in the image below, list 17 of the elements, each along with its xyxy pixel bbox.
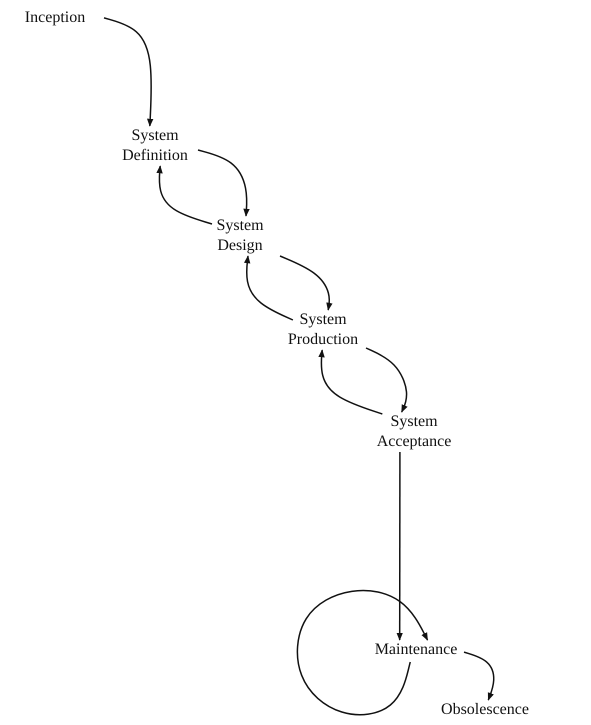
arrow <box>318 349 383 415</box>
arrow <box>296 590 428 716</box>
arrow <box>104 17 154 127</box>
stage-label: System Design <box>215 216 265 256</box>
arrow <box>464 651 494 701</box>
stage-label: Inception <box>24 8 86 28</box>
arrow <box>396 452 403 641</box>
stage-label: System Acceptance <box>376 412 452 452</box>
arrow <box>244 255 294 321</box>
arrow <box>366 347 408 413</box>
stage-label: Maintenance <box>374 640 458 660</box>
arrow <box>156 165 212 225</box>
stage-label: System Definition <box>121 126 189 166</box>
stage-label: System Production <box>286 310 360 350</box>
arrow <box>198 149 250 217</box>
stage-label: Obsolescence <box>441 700 529 720</box>
arrow <box>280 255 333 311</box>
